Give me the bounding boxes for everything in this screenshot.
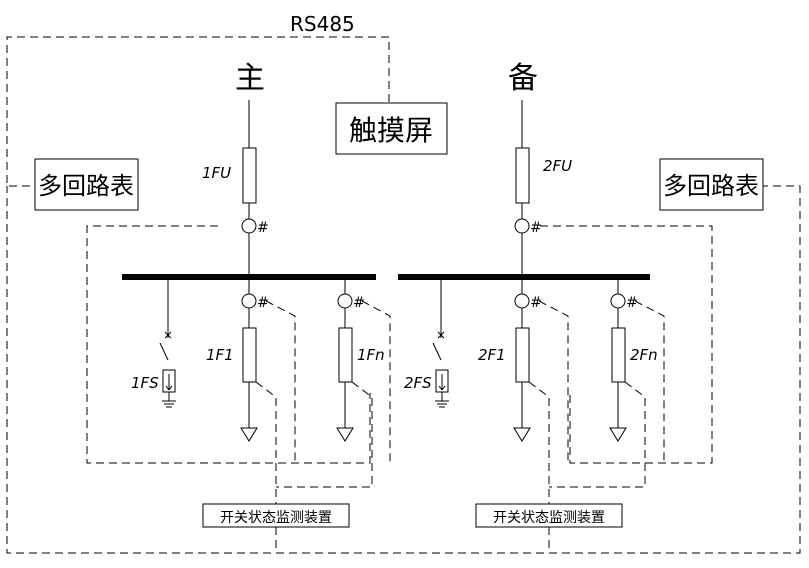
rs485-bus: RS485: [6, 12, 801, 554]
monitor-device-left-label: 开关状态监测装置: [220, 510, 332, 526]
feeder-1f1: # 1F1: [206, 277, 296, 504]
meter-loop-right: [540, 225, 713, 464]
touch-screen: 触摸屏: [335, 102, 448, 155]
multi-meter-left-label: 多回路表: [38, 172, 134, 200]
ct-mark: #: [257, 295, 269, 311]
arrester-1fs: 1FS: [131, 277, 176, 408]
multi-meter-right-label: 多回路表: [663, 172, 759, 200]
fuse-1fn-label: 1Fn: [357, 346, 385, 364]
feeder-2f1: # 2F1: [478, 277, 569, 504]
main-incoming: 1FU #: [202, 100, 269, 276]
backup-source-label: 备: [508, 61, 538, 96]
feeder-1fn: # 1Fn: [276, 277, 391, 488]
multi-meter-left: 多回路表: [34, 158, 139, 211]
monitor-device-right-label: 开关状态监测装置: [493, 510, 605, 526]
multi-meter-right: 多回路表: [659, 158, 764, 211]
meter-loop-left: [86, 225, 371, 464]
backup-incoming: 2FU #: [514, 100, 572, 276]
ct-mark: #: [530, 220, 542, 236]
fuse-1f1-label: 1F1: [206, 346, 234, 364]
touch-screen-label: 触摸屏: [349, 114, 433, 147]
fuse-1fu-label: 1FU: [202, 164, 231, 182]
fuse-2fn-label: 2Fn: [630, 346, 658, 364]
ct-mark: #: [257, 220, 269, 236]
feeder-2fn: # 2Fn: [549, 277, 665, 488]
fuse-2fu-label: 2FU: [543, 157, 572, 175]
arrester-2fs-label: 2FS: [404, 374, 432, 392]
arrester-2fs: 2FS: [404, 277, 449, 408]
ct-mark: #: [530, 295, 542, 311]
monitor-device-left: 开关状态监测装置: [202, 503, 350, 528]
rs485-label: RS485: [290, 12, 355, 36]
ct-mark: #: [353, 295, 365, 311]
fuse-2f1-label: 2F1: [478, 346, 506, 364]
monitor-device-right: 开关状态监测装置: [475, 503, 623, 528]
ct-mark: #: [626, 295, 638, 311]
arrester-1fs-label: 1FS: [131, 374, 159, 392]
main-source-label: 主: [235, 61, 265, 96]
